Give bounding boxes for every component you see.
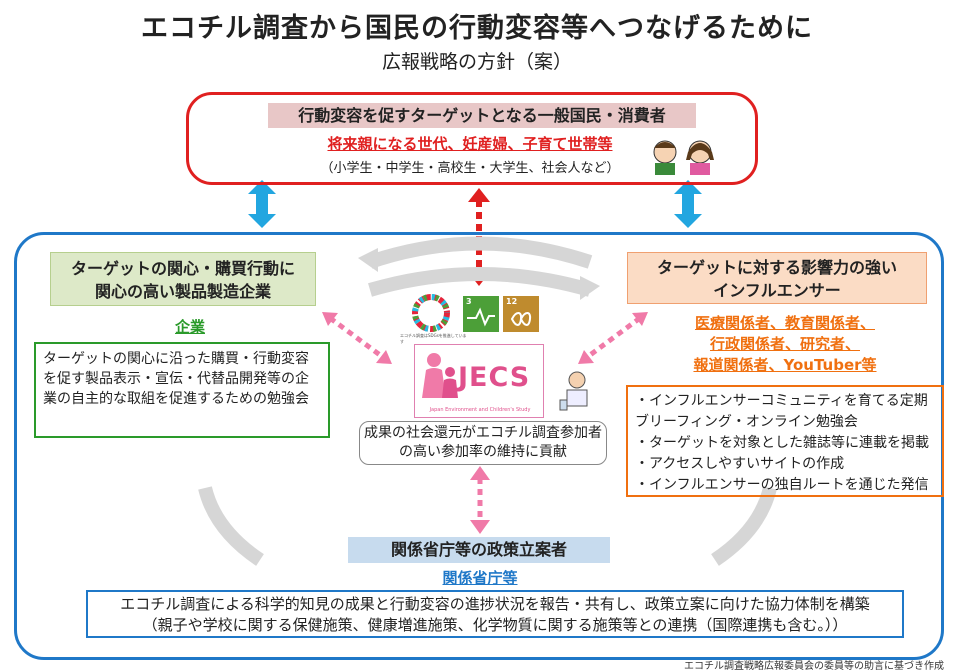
target-heading: 行動変容を促すターゲットとなる一般国民・消費者 (268, 103, 696, 128)
influencer-heading: ターゲットに対する影響力の強い インフルエンサー (627, 252, 927, 304)
jecs-logo (414, 344, 544, 418)
company-heading: ターゲットの関心・購買行動に 関心の高い製品製造企業 (50, 252, 316, 306)
double-arrow-right (674, 180, 702, 228)
policymaker-line1: エコチル調査による科学的知見の成果と行動変容の進捗状況を報告・共有し、政策立案に… (120, 595, 870, 613)
researcher-icon (559, 371, 588, 411)
company-label: 企業 (174, 318, 205, 336)
influencer-label-line: 医療関係者、教育関係者、 (694, 314, 875, 332)
influencer-heading-line2: インフルエンサー (713, 281, 841, 300)
sdg-goal3-number: 3 (466, 297, 472, 306)
influencer-action-item: ・ターゲットを対象とした雑誌等に連載を掲載 (635, 435, 929, 451)
policymaker-description: エコチル調査による科学的知見の成果と行動変容の進捗状況を報告・共有し、政策立案に… (86, 590, 904, 638)
sdg-wheel-icon (412, 294, 450, 332)
gray-arrowhead-right (580, 276, 600, 300)
company-description: ターゲットの関心に沿った購買・行動変容を促す製品表示・宣伝・代替品開発等の企業の… (34, 342, 330, 438)
target-box (186, 92, 758, 185)
double-arrow-left (248, 180, 276, 228)
footnote: エコチル調査戦略広報委員会の委員等の助言に基づき作成 (684, 661, 944, 672)
sdg-goal12-number: 12 (506, 297, 518, 306)
pink-arrow-bottom (470, 466, 490, 534)
target-highlight: 将来親になる世代、妊産婦、子育て世帯等 (327, 135, 613, 153)
influencer-label-line: 行政関係者、研究者、 (709, 335, 860, 353)
pink-arrow-right (578, 312, 648, 364)
center-caption: 成果の社会還元がエコチル調査参加者の高い参加率の維持に貢献 (359, 421, 607, 465)
influencer-label-line: 報道関係者、YouTuber等 (693, 356, 877, 374)
page-title: エコチル調査から国民の行動変容等へつなげるために (141, 13, 813, 44)
company-heading-line2: 関心の高い製品製造企業 (94, 282, 271, 301)
company-heading-line1: ターゲットの関心・購買行動に (70, 259, 295, 278)
pink-arrow-left (322, 312, 392, 364)
target-note: （小学生・中学生・高校生・大学生、社会人など） (320, 161, 620, 176)
influencer-actions: ・インフルエンサーコミュニティを育てる定期ブリーフィング・オンライン勉強会 ・タ… (626, 385, 944, 497)
jecs-logo-subtitle: Japan Environment and Children's Study (429, 407, 531, 413)
influencer-heading-line1: ターゲットに対する影響力の強い (656, 258, 897, 277)
jecs-family-logo-icon (422, 353, 458, 398)
influencer-action-item: ・インフルエンサーの独自ルートを通じた発信 (635, 477, 929, 493)
influencer-action-item: ・インフルエンサーコミュニティを育てる定期ブリーフィング・オンライン勉強会 (635, 393, 928, 430)
policymaker-heading: 関係省庁等の政策立案者 (348, 537, 610, 563)
influencer-action-item: ・アクセスしやすいサイトの作成 (635, 456, 845, 472)
policymaker-line2: （親子や学校に関する保健施策、健康増進施策、化学物質に関する施策等との連携（国際… (142, 616, 848, 634)
gray-arrowhead-left (358, 248, 378, 272)
policymaker-label: 関係省庁等 (442, 569, 518, 587)
children-icon (653, 140, 714, 175)
jecs-logo-text: JECS (458, 362, 531, 393)
page-subtitle: 広報戦略の方針（案） (381, 51, 572, 73)
influencer-label: 医療関係者、教育関係者、 行政関係者、研究者、 報道関係者、YouTuber等 (660, 313, 910, 376)
sdg-caption: エコチル調査はSDGsを推進しています (400, 333, 467, 344)
